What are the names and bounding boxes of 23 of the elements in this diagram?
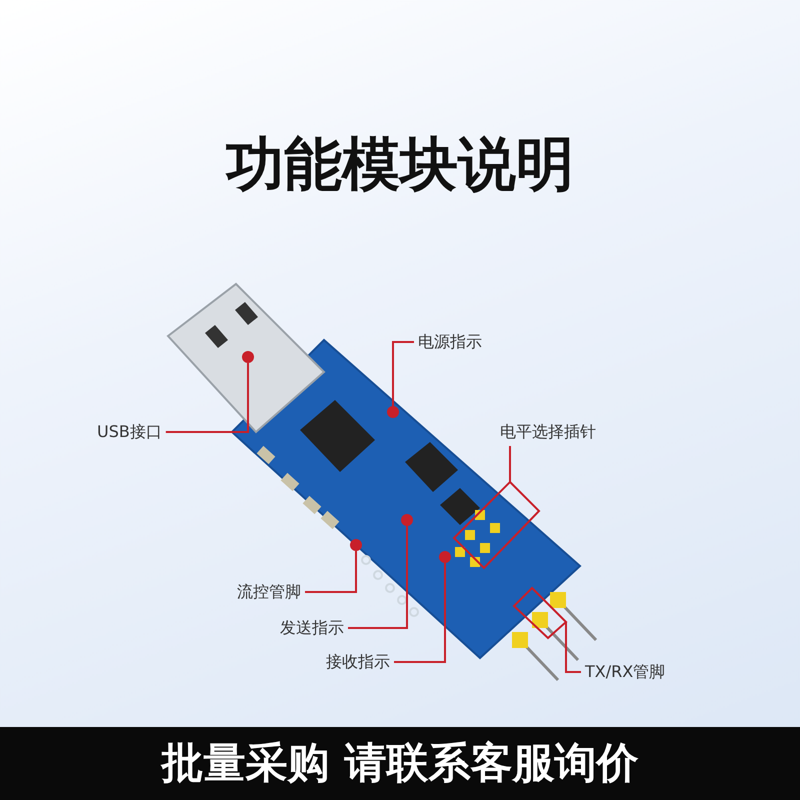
callout-label: 流控管脚 xyxy=(237,582,301,602)
leader-line xyxy=(166,363,249,433)
marker-dot xyxy=(350,539,362,551)
callout-label: 电源指示 xyxy=(418,332,482,352)
leader-line xyxy=(348,526,408,629)
banner-text: 批量采购 请联系客服询价 xyxy=(160,737,640,789)
marker-dot xyxy=(387,406,399,418)
leader-line xyxy=(509,446,511,482)
leader-line xyxy=(305,551,357,593)
highlight-frame xyxy=(512,586,568,640)
highlight-frame xyxy=(452,480,540,570)
marker-dot xyxy=(439,551,451,563)
marker-dot xyxy=(401,514,413,526)
callout-label: USB接口 xyxy=(97,422,162,442)
callout-label: 电平选择插针 xyxy=(500,422,596,442)
title: 功能模块说明 xyxy=(226,129,574,200)
leader-line xyxy=(565,622,581,673)
marker-dot xyxy=(242,351,254,363)
callout-label: 发送指示 xyxy=(280,618,344,638)
callout-label: TX/RX管脚 xyxy=(585,662,666,682)
callout-label: 接收指示 xyxy=(326,652,390,672)
leader-line xyxy=(392,341,414,406)
leader-line xyxy=(394,563,446,663)
